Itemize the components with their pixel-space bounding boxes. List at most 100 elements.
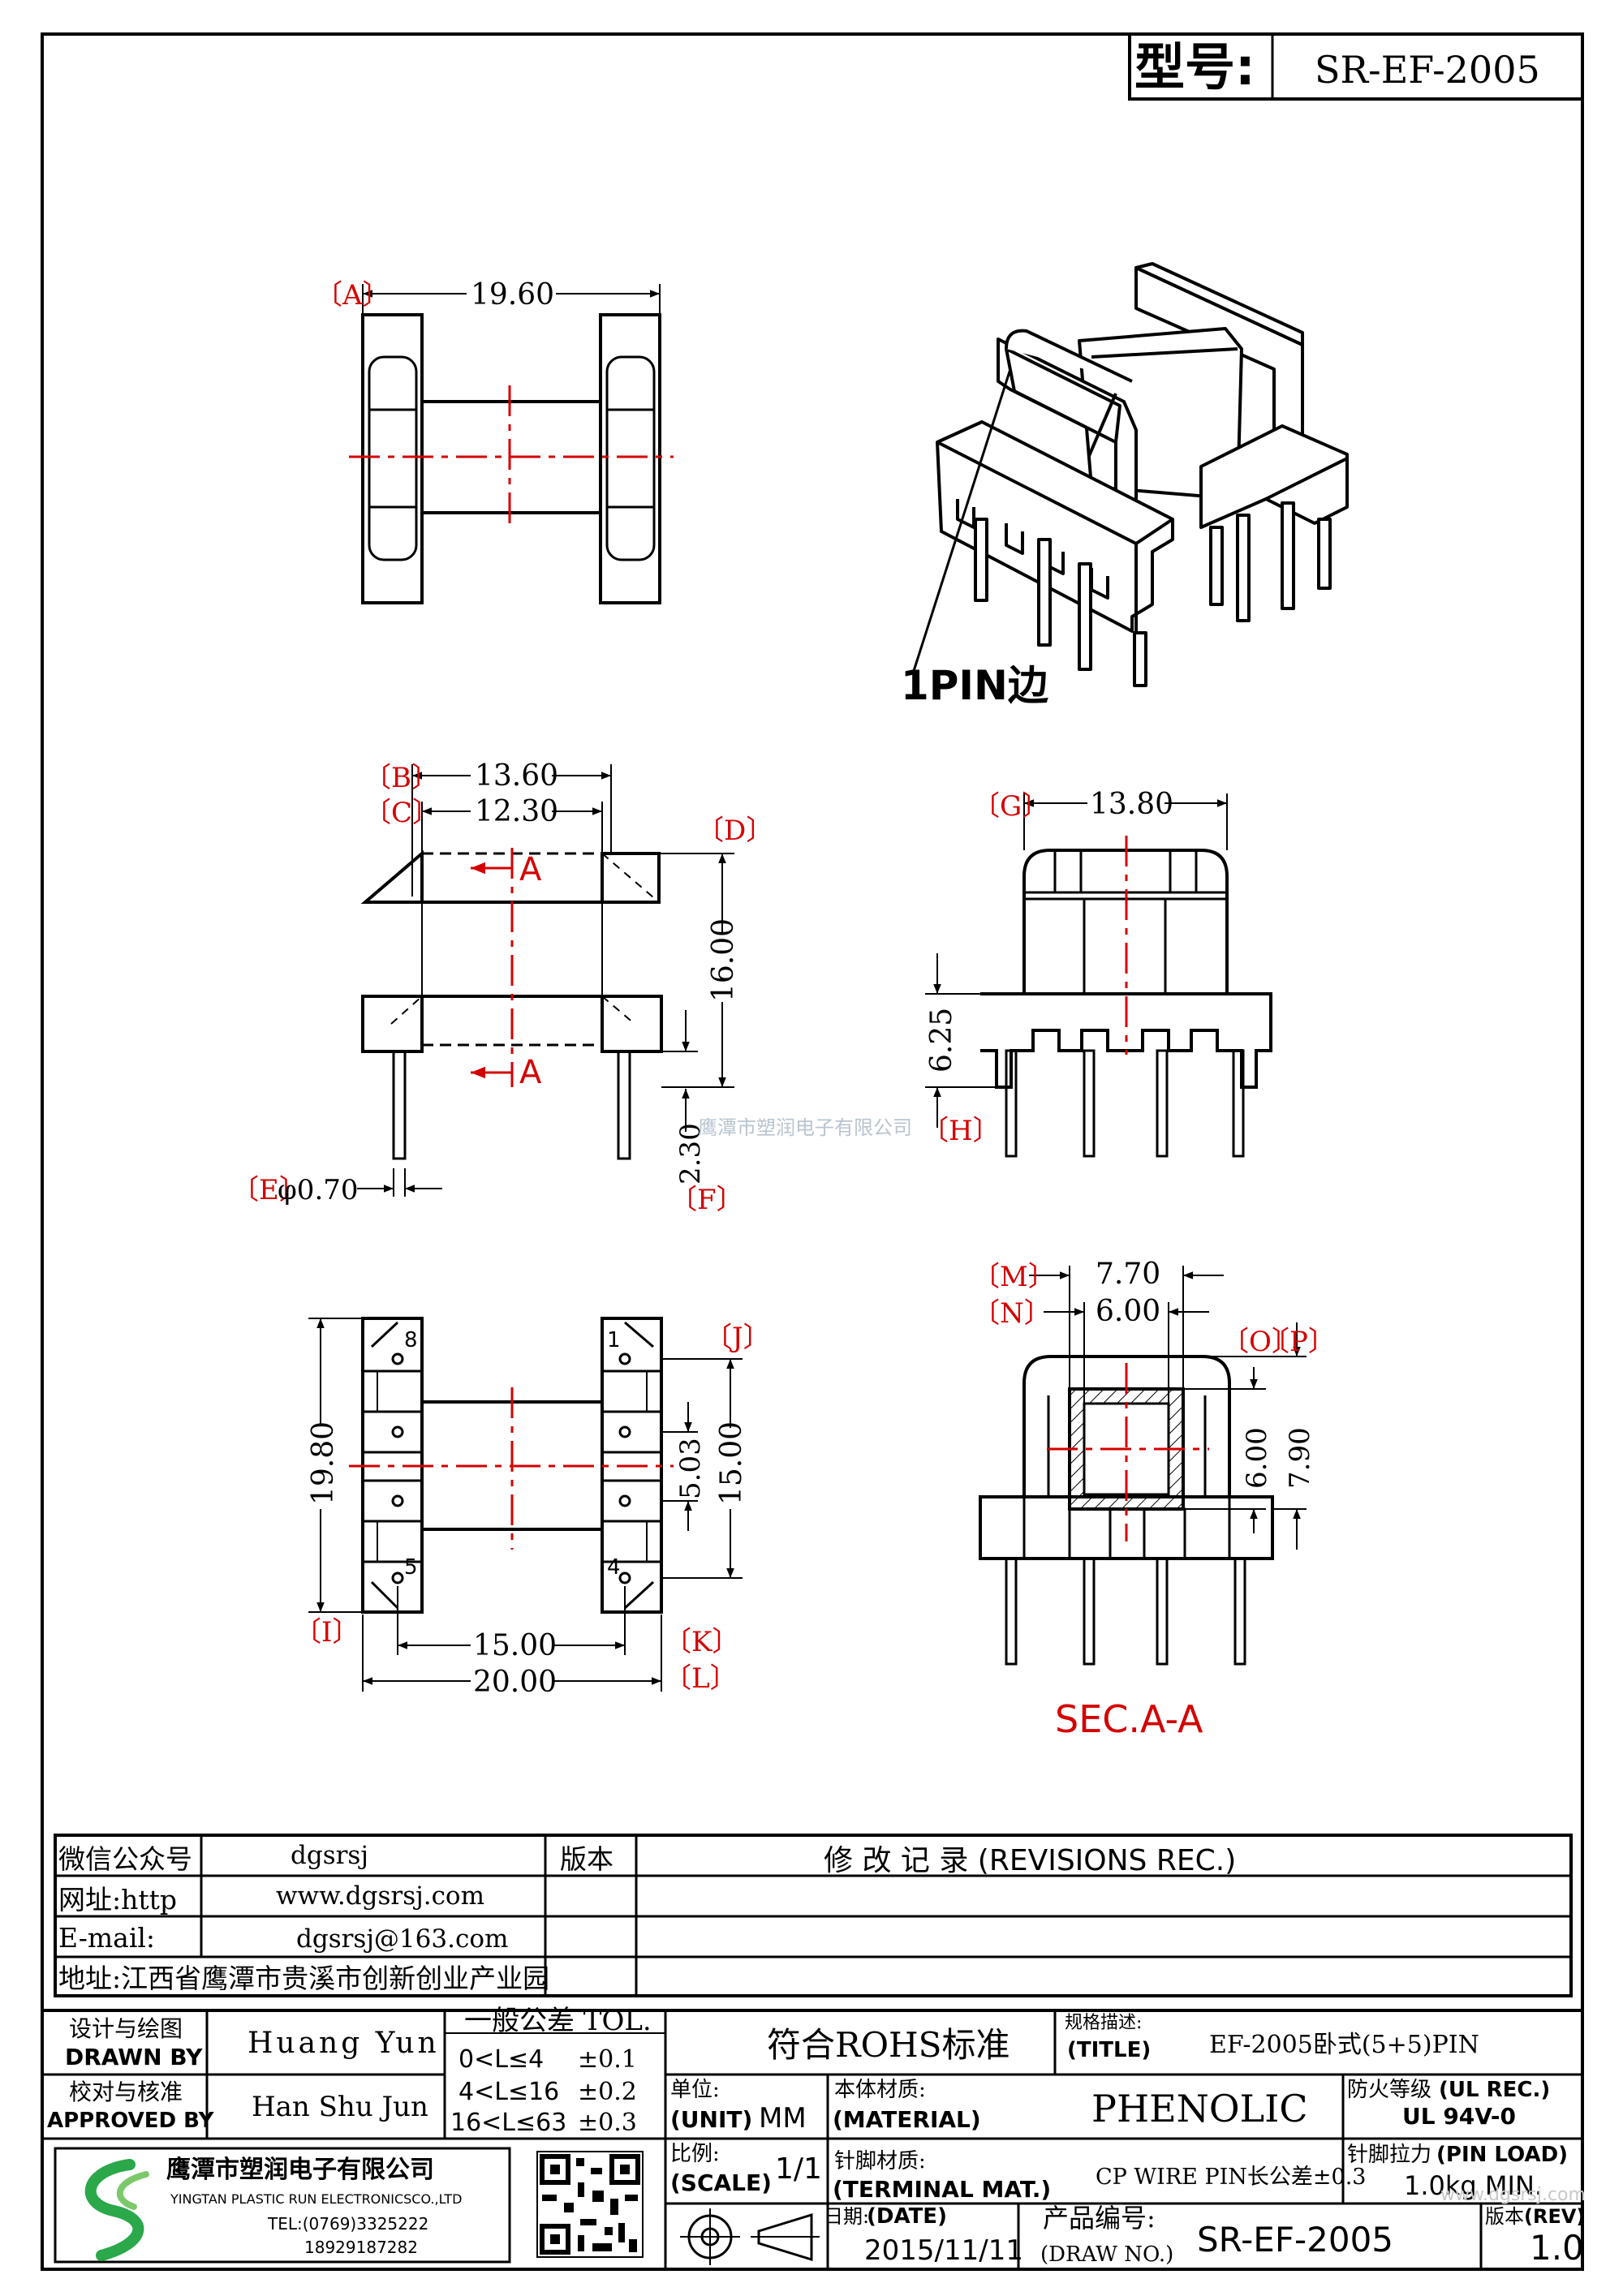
info-table: 微信公众号 dgsrsj 网址:http www.dgsrsj.com E-ma… xyxy=(54,1834,1573,1997)
wechat-label: 微信公众号 xyxy=(58,1843,192,1875)
tol3-range: 16<L≤63 xyxy=(450,2109,566,2137)
approved-en: APPROVED BY xyxy=(47,2109,215,2133)
tol3-val: ±0.3 xyxy=(578,2109,637,2137)
company-tel: TEL:(0769)3325222 xyxy=(267,2214,428,2234)
dim-k-tag: 〔K〕 xyxy=(664,1626,739,1658)
title-value: EF-2005卧式(5+5)PIN xyxy=(1209,2031,1479,2059)
material-en: (MATERIAL) xyxy=(833,2106,981,2133)
tol2-range: 4<L≤16 xyxy=(458,2078,559,2106)
date-value: 2015/11/11 xyxy=(864,2234,1023,2267)
company-block xyxy=(54,2147,511,2264)
dim-b-tag: 〔B〕 xyxy=(364,762,439,794)
dim-p-tag: 〔P〕 xyxy=(1262,1326,1336,1358)
revisions-label: 修 改 记 录 (REVISIONS REC.) xyxy=(824,1844,1236,1877)
pin1-leader xyxy=(911,368,1012,674)
pin-5-label: 5 xyxy=(404,1555,418,1580)
title-en: (TITLE) xyxy=(1067,2038,1151,2062)
rev-cn: 版本 xyxy=(1485,2205,1524,2228)
watermark-mid: 鹰潭市塑润电子有限公司 xyxy=(698,1116,912,1139)
rev-en: (REV) xyxy=(1524,2205,1585,2228)
section-marker-top: A xyxy=(519,851,542,888)
section-view: 7.70 〔M〕 6.00 〔N〕 6.00 〔O〕 7.90 〔P〕 xyxy=(972,1258,1336,1666)
company-name-cn: 鹰潭市塑润电子有限公司 xyxy=(166,2156,434,2184)
dim-i-tag: 〔I〕 xyxy=(294,1616,359,1649)
version-label: 版本 xyxy=(560,1843,613,1875)
wechat-value: dgsrsj xyxy=(291,1841,368,1870)
pin-1-label: 1 xyxy=(607,1328,621,1352)
dim-l-value: 20.00 xyxy=(473,1666,557,1699)
drawn-en: DRAWN BY xyxy=(65,2044,203,2070)
drawno-cn: 产品编号: xyxy=(1043,2203,1156,2234)
dim-b-value: 13.60 xyxy=(475,759,558,793)
pinload-cn: 针脚拉力 xyxy=(1347,2143,1431,2167)
dim-n-tag: 〔N〕 xyxy=(972,1297,1052,1330)
dim-o-tag: 〔O〕 xyxy=(1221,1326,1299,1358)
address: 地址:江西省鹰潭市贵溪市创新创业产业园 xyxy=(58,1963,549,1994)
approved-cn: 校对与核准 xyxy=(69,2079,183,2105)
drawn-cn: 设计与绘图 xyxy=(69,2015,183,2042)
company-logo-icon xyxy=(84,2159,149,2261)
model-value: SR-EF-2005 xyxy=(1315,48,1540,92)
email-value: dgsrsj@163.com xyxy=(296,1924,508,1954)
web-value: www.dgsrsj.com xyxy=(276,1881,484,1911)
dim-m-tag: 〔M〕 xyxy=(972,1261,1056,1293)
isometric-view xyxy=(936,262,1349,687)
scale-cn: 比例: xyxy=(670,2142,720,2166)
front-view: A A 〔B〕 13.60 〔C〕 12.30 16.00 〔D〕 2.30 〔… xyxy=(231,759,773,1216)
fire-cn: 防火等级 xyxy=(1347,2078,1431,2102)
scale-en: (SCALE) xyxy=(670,2169,772,2196)
dim-c-value: 12.30 xyxy=(475,795,558,828)
unit-en: (UNIT) xyxy=(670,2106,752,2133)
tol-title: 一般公差 TOL. xyxy=(464,2005,652,2037)
dim-g-tag: 〔G〕 xyxy=(972,790,1049,823)
model-label: 型号: xyxy=(1134,37,1255,97)
dim-a-tag: 〔A〕 xyxy=(315,279,390,312)
tol1-range: 0<L≤4 xyxy=(458,2045,544,2074)
dim-l-tag: 〔L〕 xyxy=(664,1662,738,1695)
pin-8-label: 8 xyxy=(404,1328,418,1352)
pin-4-label: 4 xyxy=(607,1555,621,1580)
dim-f-tag: 〔F〕 xyxy=(669,1184,744,1216)
date-cn: 日期: xyxy=(824,2205,869,2228)
email-label: E-mail: xyxy=(58,1922,155,1954)
rohs: 符合ROHS标准 xyxy=(767,2025,1010,2065)
title-cn: 规格描述: xyxy=(1065,2013,1142,2033)
bottom-view: 8 5 1 4 19.80 〔I〕 15.00 〔J〕 5.03 15.00 〔… xyxy=(294,1317,771,1699)
top-view: 〔A〕 19.60 xyxy=(315,278,674,604)
dim-j-value: 15.00 xyxy=(715,1421,748,1505)
web-label: 网址:http xyxy=(58,1884,177,1915)
pin1-label: 1PIN边 xyxy=(901,662,1048,709)
date-en: (DATE) xyxy=(867,2204,947,2229)
dim-n-value: 6.00 xyxy=(1096,1295,1160,1328)
dim-e-tag: 〔E〕 xyxy=(231,1174,307,1206)
projection-symbol-icon xyxy=(680,2208,820,2265)
section-label: SEC.A-A xyxy=(1055,1697,1203,1741)
drawno-en: (DRAW NO.) xyxy=(1040,2242,1173,2267)
dim-j-tag: 〔J〕 xyxy=(704,1322,771,1354)
dim-o-value: 6.00 xyxy=(1241,1427,1273,1489)
pinload-en: (PIN LOAD) xyxy=(1436,2143,1568,2167)
side-view: 〔G〕 13.80 6.25 〔H〕 xyxy=(921,788,1272,1158)
dim-d-tag: 〔D〕 xyxy=(696,815,773,847)
dim-p-value: 7.90 xyxy=(1284,1427,1316,1489)
drawn-value: Huang Yun xyxy=(248,2027,440,2060)
company-mobile: 18929187282 xyxy=(304,2238,418,2257)
unit-cn: 单位: xyxy=(670,2078,720,2102)
dim-m-value: 7.70 xyxy=(1096,1258,1160,1291)
dim-f-value: 2.30 xyxy=(674,1123,707,1185)
dim-e-value: φ0.70 xyxy=(278,1174,359,1206)
material-cn: 本体材质: xyxy=(834,2078,926,2102)
dim-g-value: 13.80 xyxy=(1090,788,1173,821)
dim-a-value: 19.60 xyxy=(471,278,554,312)
terminal-value: CP WIRE PIN长公差±0.3 xyxy=(1096,2165,1366,2190)
sheet-border xyxy=(41,32,1584,2271)
company-name-en: YINGTAN PLASTIC RUN ELECTRONICSCO.,LTD xyxy=(170,2191,462,2207)
dim-i-value: 19.80 xyxy=(307,1421,340,1505)
dim-h-value: 6.25 xyxy=(925,1008,958,1073)
rev-value: 1.0 xyxy=(1530,2228,1584,2268)
dim-d-value: 16.00 xyxy=(707,918,740,1002)
section-marker-bottom: A xyxy=(519,1054,542,1091)
terminal-en: (TERMINAL MAT.) xyxy=(833,2176,1051,2203)
approved-value: Han Shu Jun xyxy=(252,2091,428,2123)
